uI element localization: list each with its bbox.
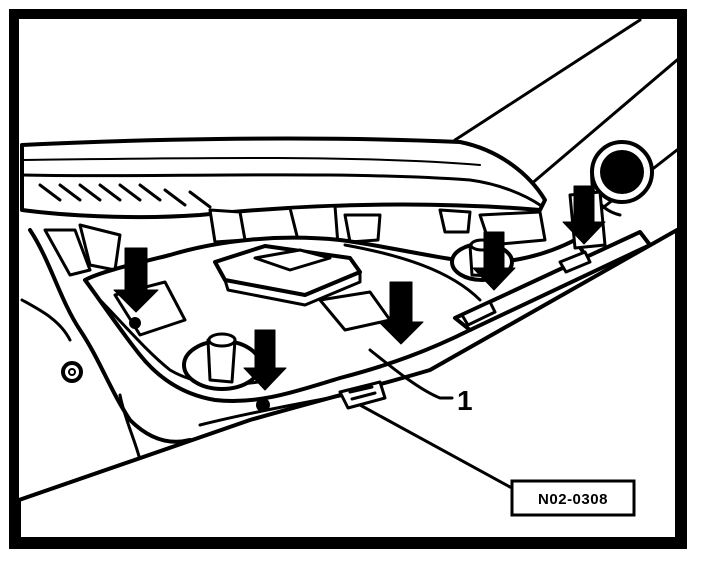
down-arrow-3 xyxy=(378,281,424,345)
bottom-clip xyxy=(256,380,387,412)
vent-slats xyxy=(38,183,212,209)
down-arrow-1 xyxy=(113,247,159,313)
reference-code-box: N02-0308 xyxy=(510,479,636,517)
speaker-grille xyxy=(590,140,654,217)
dashboard-cover xyxy=(20,136,547,220)
callout-1-leader xyxy=(368,348,454,400)
illustration-frame xyxy=(9,9,687,549)
down-arrow-4 xyxy=(472,231,516,291)
down-arrow-2 xyxy=(243,329,287,391)
left-fastener-hole xyxy=(61,361,83,383)
reference-code: N02-0308 xyxy=(538,491,608,508)
left-housing xyxy=(28,228,192,444)
reference-leader xyxy=(358,403,512,489)
callout-1-label: 1 xyxy=(457,385,473,416)
arrow-group xyxy=(113,185,606,391)
down-arrow-5 xyxy=(562,185,606,245)
